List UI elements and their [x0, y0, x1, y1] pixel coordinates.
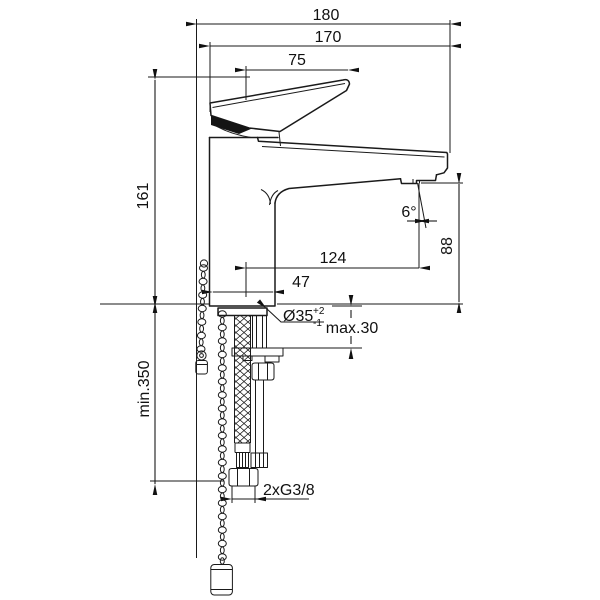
dim-hole-tol-lower: -1 [313, 318, 322, 329]
hose-connection-nut [228, 468, 259, 487]
chain-weight [210, 564, 233, 596]
threaded-shank [252, 315, 267, 348]
under-counter-assembly [228, 315, 284, 487]
chain-long-segment [217, 310, 227, 561]
dimension-labels: 180 170 75 161 min.350 88 124 47 6° Ø35 … [135, 7, 456, 499]
faucet-spout [256, 136, 449, 204]
dim-outlet-height-label: 88 [439, 237, 456, 255]
chain-short-segment [196, 264, 208, 353]
dimension-lines [154, 23, 460, 500]
faucet-handle [209, 78, 351, 147]
hose-ferrule [236, 452, 249, 468]
dim-min-hose-label: min.350 [136, 360, 153, 417]
mounting-plate [231, 347, 284, 363]
handle-shadow-wedge [211, 115, 252, 134]
dim-connection-label: 2xG3/8 [263, 482, 315, 499]
dim-spout-reach-label: 124 [320, 250, 347, 267]
arrowheads [152, 21, 462, 502]
pull-rod [250, 380, 268, 468]
plug-chain [195, 259, 233, 596]
faucet-outline [208, 78, 449, 317]
chain-attachment-ring [199, 259, 209, 268]
supply-hose [234, 315, 251, 468]
chain-pull-end [195, 360, 208, 375]
dim-base-depth-label: 47 [292, 274, 310, 291]
dim-handle-reach-label: 75 [288, 52, 306, 69]
dim-height-label: 161 [135, 183, 152, 210]
shank-nut [251, 362, 275, 381]
dim-spout-tip-depth-label: 170 [315, 29, 342, 46]
dim-hole-diameter-label: Ø35 [283, 308, 313, 325]
dim-max-deck-label: max.30 [326, 320, 379, 337]
dim-hole-tol-upper: +2 [313, 306, 325, 317]
dim-total-depth-label: 180 [313, 7, 340, 24]
aerator [399, 174, 438, 185]
dim-angle-label: 6° [401, 204, 416, 221]
faucet-body [208, 136, 279, 307]
